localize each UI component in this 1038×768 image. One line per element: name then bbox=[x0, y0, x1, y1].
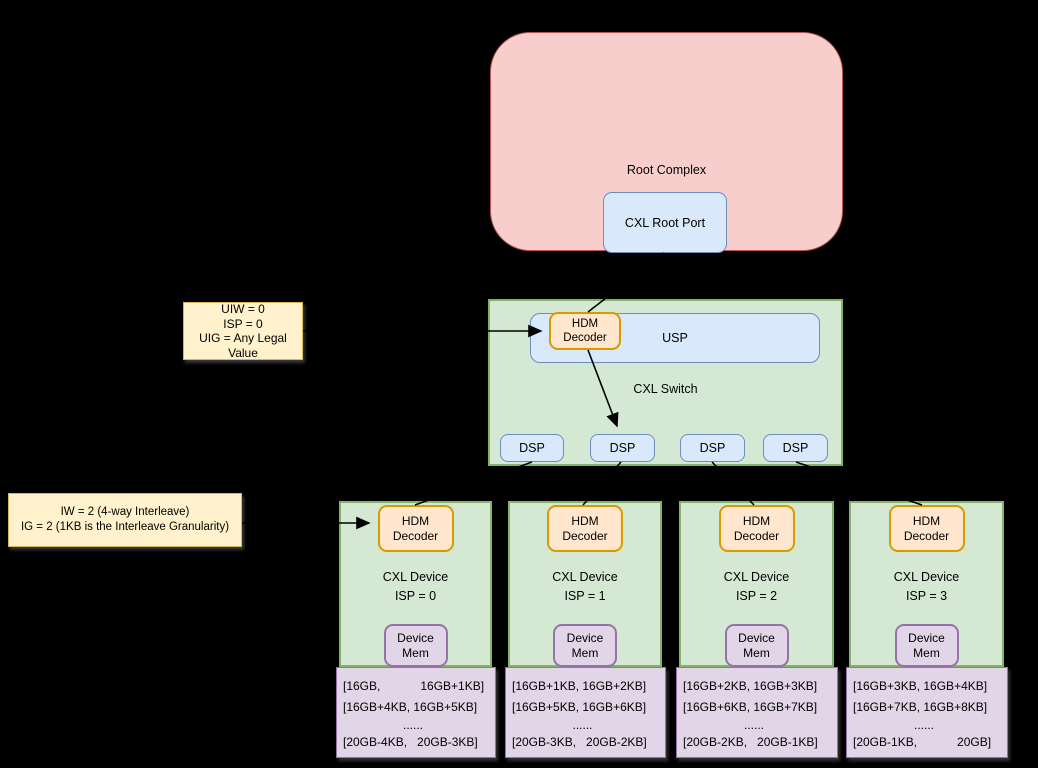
mem-range-line: [20GB-3KB, 20GB-2KB] bbox=[512, 735, 647, 749]
mem-range-line: [16GB+3KB, 16GB+4KB] bbox=[853, 679, 988, 693]
mem-range-line: [16GB+2KB, 16GB+3KB] bbox=[683, 679, 818, 693]
mem-range-line: [16GB, 16GB+1KB] bbox=[343, 679, 485, 693]
device-mem-ranges-box: [16GB+3KB, 16GB+4KB] [16GB+7KB, 16GB+8KB… bbox=[846, 667, 1008, 758]
cxl-switch-label: CXL Switch bbox=[633, 382, 698, 396]
mem-range-ellipsis: ...... bbox=[402, 718, 423, 732]
mem-range-ellipsis: ...... bbox=[743, 718, 764, 732]
device-interleave-note-box: IW = 2 (4-way Interleave) IG = 2 (1KB is… bbox=[8, 493, 242, 547]
root-complex-label: Root Complex bbox=[626, 163, 707, 177]
mem-range-line: [16GB+4KB, 16GB+5KB] bbox=[343, 700, 478, 714]
usp-box: USP bbox=[530, 313, 820, 363]
cxl-root-port-box: CXL Root Port bbox=[603, 192, 727, 253]
mem-range-line: [16GB+7KB, 16GB+8KB] bbox=[853, 700, 988, 714]
connector-dsp4-to-device4 bbox=[795, 461, 923, 506]
device-hdm-decoder-box: HDM Decoder bbox=[547, 505, 623, 552]
connector-dsp3-to-device3 bbox=[711, 461, 755, 506]
mem-range-ellipsis: ...... bbox=[572, 718, 593, 732]
device-mem-ranges-box: [16GB+2KB, 16GB+3KB] [16GB+6KB, 16GB+7KB… bbox=[676, 667, 838, 758]
device-mem-ranges-box: [16GB+1KB, 16GB+2KB] [16GB+5KB, 16GB+6KB… bbox=[505, 667, 666, 758]
switch-hdm-note-box: UIW = 0 ISP = 0 UIG = Any Legal Value bbox=[183, 302, 303, 360]
switch-hdm-decoder-box: HDM Decoder bbox=[549, 312, 621, 350]
device-mem-box: Device Mem bbox=[894, 624, 959, 667]
mem-range-line: [20GB-1KB, 20GB] bbox=[853, 735, 992, 749]
device-hdm-decoder-box: HDM Decoder bbox=[377, 505, 454, 552]
dsp-box-1: DSP bbox=[500, 434, 564, 462]
device-mem-ranges-box: [16GB, 16GB+1KB] [16GB+4KB, 16GB+5KB] ..… bbox=[336, 667, 496, 758]
usp-label: USP bbox=[662, 331, 688, 345]
cxl-root-port-label: CXL Root Port bbox=[624, 215, 706, 230]
dsp-box-4: DSP bbox=[763, 434, 828, 462]
mem-range-line: [20GB-2KB, 20GB-1KB] bbox=[683, 735, 818, 749]
device-mem-box: Device Mem bbox=[724, 624, 789, 667]
device-mem-box: Device Mem bbox=[553, 624, 617, 667]
mem-range-line: [20GB-4KB, 20GB-3KB] bbox=[343, 735, 478, 749]
device-label: CXL Device ISP = 3 bbox=[893, 570, 960, 603]
device-label: CXL Device ISP = 1 bbox=[552, 570, 618, 603]
device-label: CXL Device ISP = 2 bbox=[723, 570, 790, 603]
mem-range-line: [16GB+5KB, 16GB+6KB] bbox=[512, 700, 647, 714]
device-mem-box: Device Mem bbox=[383, 624, 448, 667]
mem-range-line: [16GB+1KB, 16GB+2KB] bbox=[512, 679, 647, 693]
device-hdm-decoder-box: HDM Decoder bbox=[888, 505, 965, 552]
device-hdm-decoder-box: HDM Decoder bbox=[718, 505, 795, 552]
dsp-box-3: DSP bbox=[680, 434, 745, 462]
dsp-box-2: DSP bbox=[590, 434, 655, 462]
connector-dsp1-to-device1 bbox=[414, 461, 533, 506]
mem-range-ellipsis: ...... bbox=[913, 718, 934, 732]
connector-dsp2-to-device2 bbox=[582, 461, 622, 506]
device-label: CXL Device ISP = 0 bbox=[382, 570, 449, 603]
mem-range-line: [16GB+6KB, 16GB+7KB] bbox=[683, 700, 818, 714]
